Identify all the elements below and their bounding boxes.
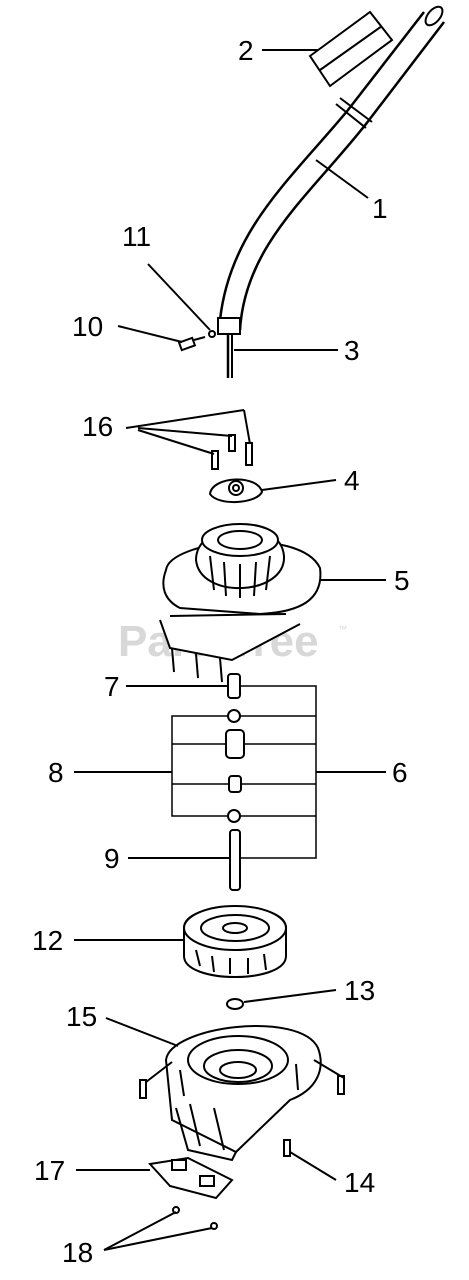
part-16-screws <box>211 434 253 470</box>
label-6: 6 <box>392 757 408 788</box>
part-3-drive-cable <box>226 334 233 378</box>
label-4: 4 <box>344 465 360 496</box>
part-18-rivets <box>172 1206 218 1230</box>
label-18: 18 <box>62 1237 93 1268</box>
label-13: 13 <box>344 975 375 1006</box>
label-11: 11 <box>122 221 151 252</box>
part-14-screws <box>139 1075 345 1157</box>
part-12-gear <box>183 905 287 978</box>
label-10: 10 <box>72 311 103 342</box>
group-brackets <box>171 685 317 859</box>
part-2-grip <box>308 10 394 88</box>
part-4-bracket <box>208 478 264 504</box>
label-9: 9 <box>104 843 120 874</box>
label-5: 5 <box>394 565 410 596</box>
label-7: 7 <box>104 671 120 702</box>
part-1-shaft <box>217 5 445 335</box>
label-15: 15 <box>66 1001 97 1032</box>
watermark-trademark: ™ <box>338 624 347 634</box>
label-14: 14 <box>344 1167 375 1198</box>
label-2: 2 <box>238 35 254 66</box>
label-1: 1 <box>372 193 388 224</box>
label-17: 17 <box>34 1155 65 1186</box>
part-13-washer <box>226 998 244 1010</box>
label-16: 16 <box>82 411 113 442</box>
part-15-lower-housing <box>164 1025 322 1162</box>
part-number-labels: 2 1 11 10 3 16 4 5 7 8 6 9 12 13 15 14 1… <box>32 35 410 1268</box>
part-11-pin <box>208 330 216 338</box>
leader-lines <box>74 49 386 1251</box>
part-7-top-spindle <box>227 673 241 699</box>
label-3: 3 <box>344 335 360 366</box>
label-12: 12 <box>32 925 63 956</box>
part-5-upper-housing <box>159 523 322 683</box>
part-10-screw <box>177 336 206 352</box>
part-8-bearings-and-spacers <box>225 709 245 823</box>
part-17-plate <box>148 1156 234 1200</box>
label-8: 8 <box>48 757 64 788</box>
part-9-bottom-spindle <box>229 829 241 891</box>
